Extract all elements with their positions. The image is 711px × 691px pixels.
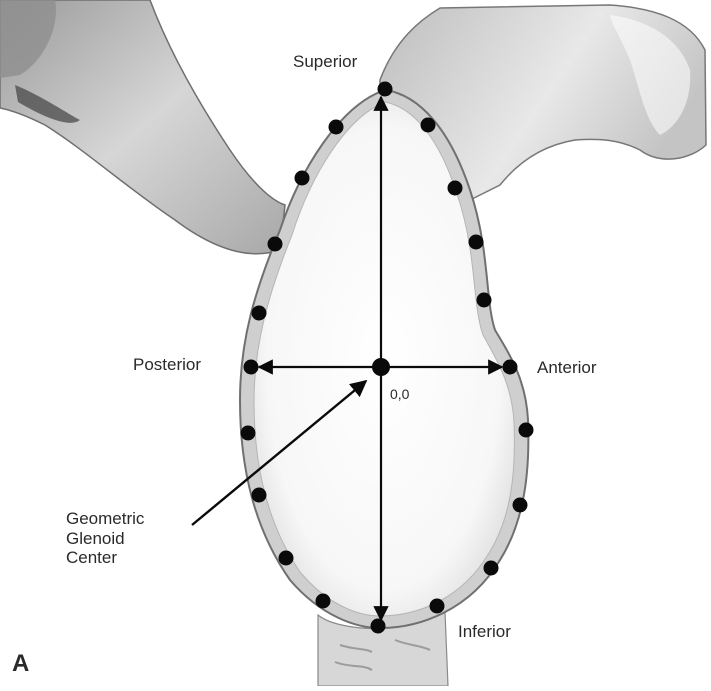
rim-marker [268, 237, 283, 252]
rim-marker [430, 599, 445, 614]
rim-marker-inferior [371, 619, 386, 634]
geometric-center-label: Geometric Glenoid Center [66, 509, 144, 568]
panel-letter: A [12, 650, 29, 678]
center-label-line2: Glenoid [66, 529, 144, 549]
inferior-label: Inferior [458, 622, 511, 642]
rim-marker [519, 423, 534, 438]
rim-marker [241, 426, 256, 441]
rim-marker [252, 488, 267, 503]
center-label-line3: Center [66, 548, 144, 568]
rim-marker [448, 181, 463, 196]
rim-marker-posterior [244, 360, 259, 375]
rim-marker [421, 118, 436, 133]
rim-marker-superior [378, 82, 393, 97]
rim-marker [295, 171, 310, 186]
rim-marker [484, 561, 499, 576]
superior-label: Superior [293, 52, 357, 72]
rim-marker [316, 594, 331, 609]
rim-marker [469, 235, 484, 250]
anterior-label: Anterior [537, 358, 597, 378]
glenoid-center-point [372, 358, 390, 376]
rim-marker-anterior [503, 360, 518, 375]
center-label-line1: Geometric [66, 509, 144, 529]
rim-marker [279, 551, 294, 566]
posterior-label: Posterior [133, 355, 201, 375]
origin-label: 0,0 [390, 386, 409, 402]
rim-marker [477, 293, 492, 308]
rim-marker [252, 306, 267, 321]
rim-marker [329, 120, 344, 135]
rim-marker [513, 498, 528, 513]
